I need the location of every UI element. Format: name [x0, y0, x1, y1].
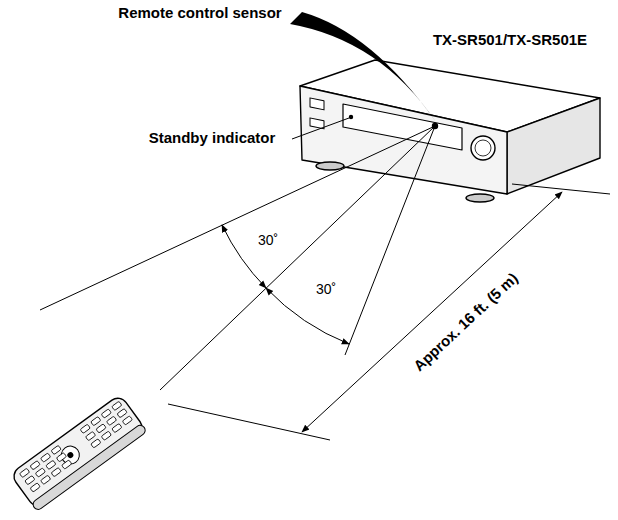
remote-button [117, 408, 127, 417]
angle-label: 30˚ [313, 281, 339, 298]
remote-control [10, 394, 147, 511]
remote-button [101, 409, 111, 418]
remote-button [96, 424, 106, 433]
remote-button [122, 416, 132, 425]
angle-label: 30˚ [255, 232, 281, 249]
range-lines [40, 126, 435, 390]
remote-button [106, 416, 116, 425]
receiver-body [300, 60, 600, 202]
remote-button [30, 461, 40, 470]
model-label: TX-SR501/TX-SR501E [433, 32, 587, 49]
part-label: Remote control sensor [118, 5, 281, 22]
remote-button [46, 460, 56, 469]
remote-button [19, 468, 29, 477]
remote-button [91, 416, 101, 425]
remote-button [80, 424, 90, 433]
sensor-pointer [290, 12, 436, 122]
part-label: Standby indicator [149, 130, 276, 147]
remote-button [101, 431, 111, 440]
remote-button [25, 476, 35, 485]
leader-line [292, 118, 349, 139]
dimension-line [168, 184, 610, 440]
remote-button [56, 453, 66, 462]
remote-button [112, 423, 122, 432]
remote-button [35, 468, 45, 477]
remote-button [41, 453, 51, 462]
remote-button [62, 460, 72, 469]
remote-button [112, 401, 122, 410]
remote-button [41, 475, 51, 484]
remote-button [51, 445, 61, 454]
remote-button [51, 468, 61, 477]
remote-button [30, 483, 40, 492]
remote-button [85, 431, 95, 440]
remote-button [91, 439, 101, 448]
dimension-label: Approx. 16 ft. (5 m) [408, 267, 524, 377]
